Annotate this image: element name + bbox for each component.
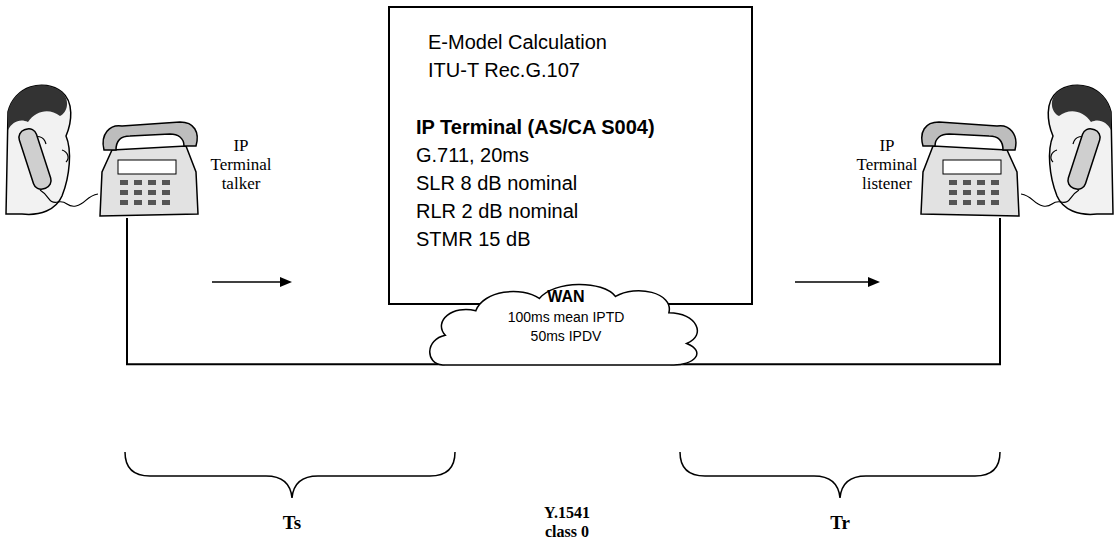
- parameter-box: E-Model CalculationITU-T Rec.G.107 IP Ter…: [388, 6, 753, 305]
- listener-figure: [921, 85, 1113, 216]
- span-brace: [125, 452, 1000, 498]
- illustration-part: [162, 180, 170, 185]
- annotation-label: Y.1541 class 0: [536, 503, 598, 541]
- illustration-part: [103, 122, 197, 150]
- parameter-text: ITU-T Rec.G.107: [428, 56, 731, 84]
- illustration-part: [125, 452, 455, 498]
- parameter-text: G.711, 20ms: [416, 141, 731, 169]
- parameter-text: SLR 8 dB nominal: [416, 169, 731, 197]
- illustration-part: [795, 281, 870, 283]
- illustration-part: [868, 277, 880, 287]
- network-text: 100ms mean IPTD: [425, 308, 707, 327]
- terminal-label: IP Terminal listener: [852, 136, 922, 193]
- illustration-part: [100, 146, 198, 216]
- illustration-part: [6, 85, 71, 214]
- network-text: 50ms IPDV: [425, 327, 707, 346]
- network-text: WAN: [425, 286, 707, 308]
- illustration-part: [120, 180, 170, 205]
- illustration-part: [134, 190, 142, 195]
- illustration-part: [62, 150, 68, 162]
- illustration-part: [8, 85, 67, 130]
- illustration-part: [162, 190, 170, 195]
- illustration-part: [162, 200, 170, 205]
- illustration-part: [120, 200, 128, 205]
- illustration-part: [148, 180, 156, 185]
- annotation-label: Ts: [262, 512, 322, 534]
- illustration-part: [134, 200, 142, 205]
- annotation-label: Tr: [810, 512, 870, 534]
- talker-figure: [6, 85, 198, 216]
- illustration-part: [120, 180, 128, 185]
- illustration-part: [17, 127, 53, 192]
- illustration-part: [118, 160, 176, 174]
- terminal-label: IP Terminal talker: [206, 136, 276, 193]
- terminal-node: IP Terminal listener: [850, 120, 1042, 218]
- illustration-part: [40, 190, 98, 206]
- parameter-text: STMR 15 dB: [416, 225, 731, 253]
- illustration-part: [148, 200, 156, 205]
- illustration-part: [148, 190, 156, 195]
- parameter-text: RLR 2 dB nominal: [416, 197, 731, 225]
- illustration-part: [680, 452, 1000, 498]
- illustration-part: [134, 180, 142, 185]
- wan-cloud: WAN100ms mean IPTD50ms IPDV: [425, 276, 707, 368]
- illustration-part: [212, 281, 282, 283]
- illustration-part: [280, 277, 292, 287]
- parameter-text: E-Model Calculation: [428, 28, 731, 56]
- illustration-part: [120, 190, 128, 195]
- terminal-node: IP Terminal talker: [88, 120, 280, 218]
- parameter-text: IP Terminal (AS/CA S004): [416, 113, 731, 141]
